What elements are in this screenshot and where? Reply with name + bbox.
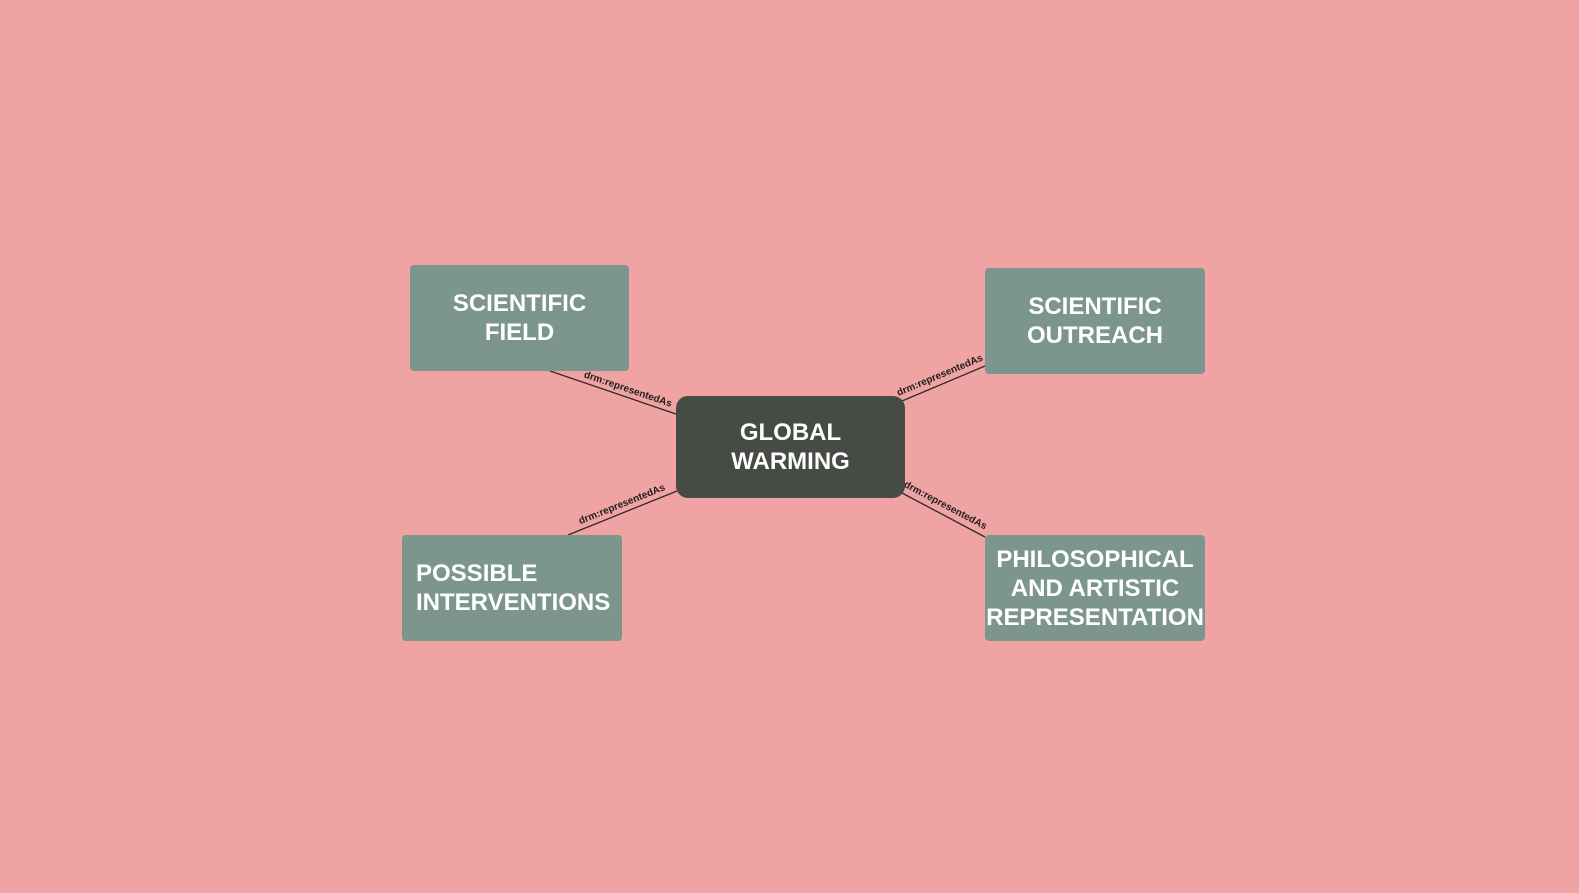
edge-line-philosophical-artistic [901,492,986,538]
edge-label-philosophical-artistic: drm:representedAs [902,479,989,532]
node-global-warming[interactable]: GLOBAL WARMING [676,396,905,498]
node-scientific-outreach[interactable]: SCIENTIFIC OUTREACH [985,268,1205,374]
edge-line-possible-interventions [567,490,678,536]
node-possible-interventions[interactable]: POSSIBLE INTERVENTIONS [402,535,622,641]
edge-label-possible-interventions: drm:representedAs [577,482,667,527]
node-philosophical-artistic-representation[interactable]: PHILOSOPHICAL AND ARTISTIC REPRESENTATIO… [985,535,1205,641]
edge-line-scientific-field [549,370,677,415]
edge-line-scientific-outreach [901,365,986,402]
edge-label-scientific-field: drm:representedAs [582,370,673,410]
edge-label-scientific-outreach: drm:representedAs [895,353,985,399]
node-scientific-field[interactable]: SCIENTIFIC FIELD [410,265,629,371]
